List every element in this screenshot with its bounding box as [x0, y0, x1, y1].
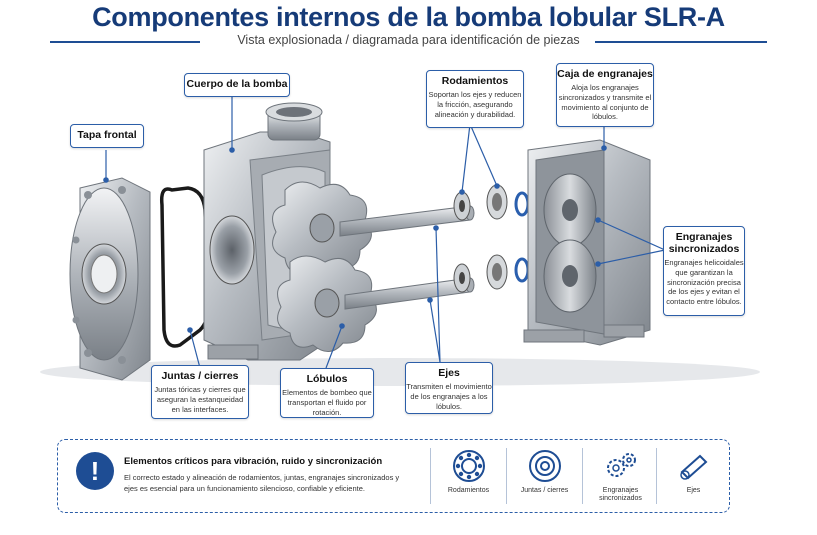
callout-title: Cuerpo de la bomba — [186, 78, 288, 90]
callout-body: Elementos de bombeo que transportan el f… — [282, 388, 372, 417]
leader-lines — [103, 96, 666, 369]
callout-title: Ejes — [438, 367, 460, 379]
o-ring-part — [159, 186, 211, 348]
callout-title: Lóbulos — [306, 373, 348, 385]
exclamation-icon: ! — [76, 452, 114, 490]
shafts-part — [339, 205, 475, 310]
legend-label: Juntas / cierres — [520, 487, 569, 494]
legend-label: Engranajes sincronizados — [599, 487, 642, 503]
legend-label: Rodamientos — [447, 487, 490, 494]
callout-lobulos: Lóbulos Elementos de bombeo que transpor… — [280, 368, 374, 418]
callout-engranajes: Engranajes sincronizados Engranajes heli… — [663, 226, 745, 316]
callout-tapa-frontal: Tapa frontal — [70, 124, 144, 148]
callout-ejes: Ejes Transmiten el movimiento de los eng… — [405, 362, 493, 414]
legend-item: Juntas / cierres — [507, 448, 582, 495]
callout-title: Juntas / cierres — [161, 370, 239, 382]
front-cover-part — [69, 177, 151, 381]
seal-icon — [528, 450, 561, 482]
ground-shadow — [40, 358, 760, 386]
divider — [582, 448, 583, 504]
callout-body: Aloja los engranajes sincronizados y tra… — [558, 83, 652, 122]
bearings-part — [453, 184, 530, 293]
callout-body: Soportan los ejes y reducen la fricción,… — [428, 90, 522, 119]
gears-icon — [606, 453, 636, 477]
page-title: Componentes internos de la bomba lobular… — [92, 2, 725, 32]
callout-body: Engranajes helicoidales que garantizan l… — [664, 258, 744, 306]
legend-item: Engranajes sincronizados — [583, 448, 658, 504]
legend-label: Ejes — [686, 487, 701, 494]
callout-caja: Caja de engranajes Aloja los engranajes … — [556, 63, 654, 127]
subtitle-rule-left — [50, 41, 200, 43]
gearbox-part — [523, 139, 651, 346]
legend-item: Rodamientos — [431, 448, 506, 495]
callout-title: Engranajes sincronizados — [668, 231, 740, 255]
divider — [430, 448, 431, 504]
callout-body: Transmiten el movimiento de los engranaj… — [406, 382, 492, 411]
callout-cuerpo: Cuerpo de la bomba — [184, 73, 290, 97]
callout-body: Juntas tóricas y cierres que aseguran la… — [154, 385, 246, 414]
subtitle-rule-right — [595, 41, 767, 43]
legend-item: Ejes — [656, 448, 731, 495]
panel-title: Elementos críticos para vibración, ruido… — [124, 456, 383, 467]
lobes-part — [272, 181, 377, 352]
shaft-icon — [679, 454, 707, 480]
callout-rodamientos: Rodamientos Soportan los ejes y reducen … — [426, 70, 524, 128]
callout-title: Tapa frontal — [77, 129, 137, 141]
page-subtitle: Vista explosionada / diagramada para ide… — [0, 33, 817, 47]
callout-title: Caja de engranajes — [557, 68, 653, 80]
callout-title: Rodamientos — [441, 75, 509, 87]
bearing-icon — [452, 450, 485, 482]
panel-body: El correcto estado y alineación de rodam… — [124, 473, 400, 493]
divider — [506, 448, 507, 504]
callout-juntas: Juntas / cierres Juntas tóricas y cierre… — [151, 365, 249, 419]
divider — [656, 448, 657, 504]
critical-elements-panel: ! Elementos críticos para vibración, rui… — [57, 439, 730, 513]
